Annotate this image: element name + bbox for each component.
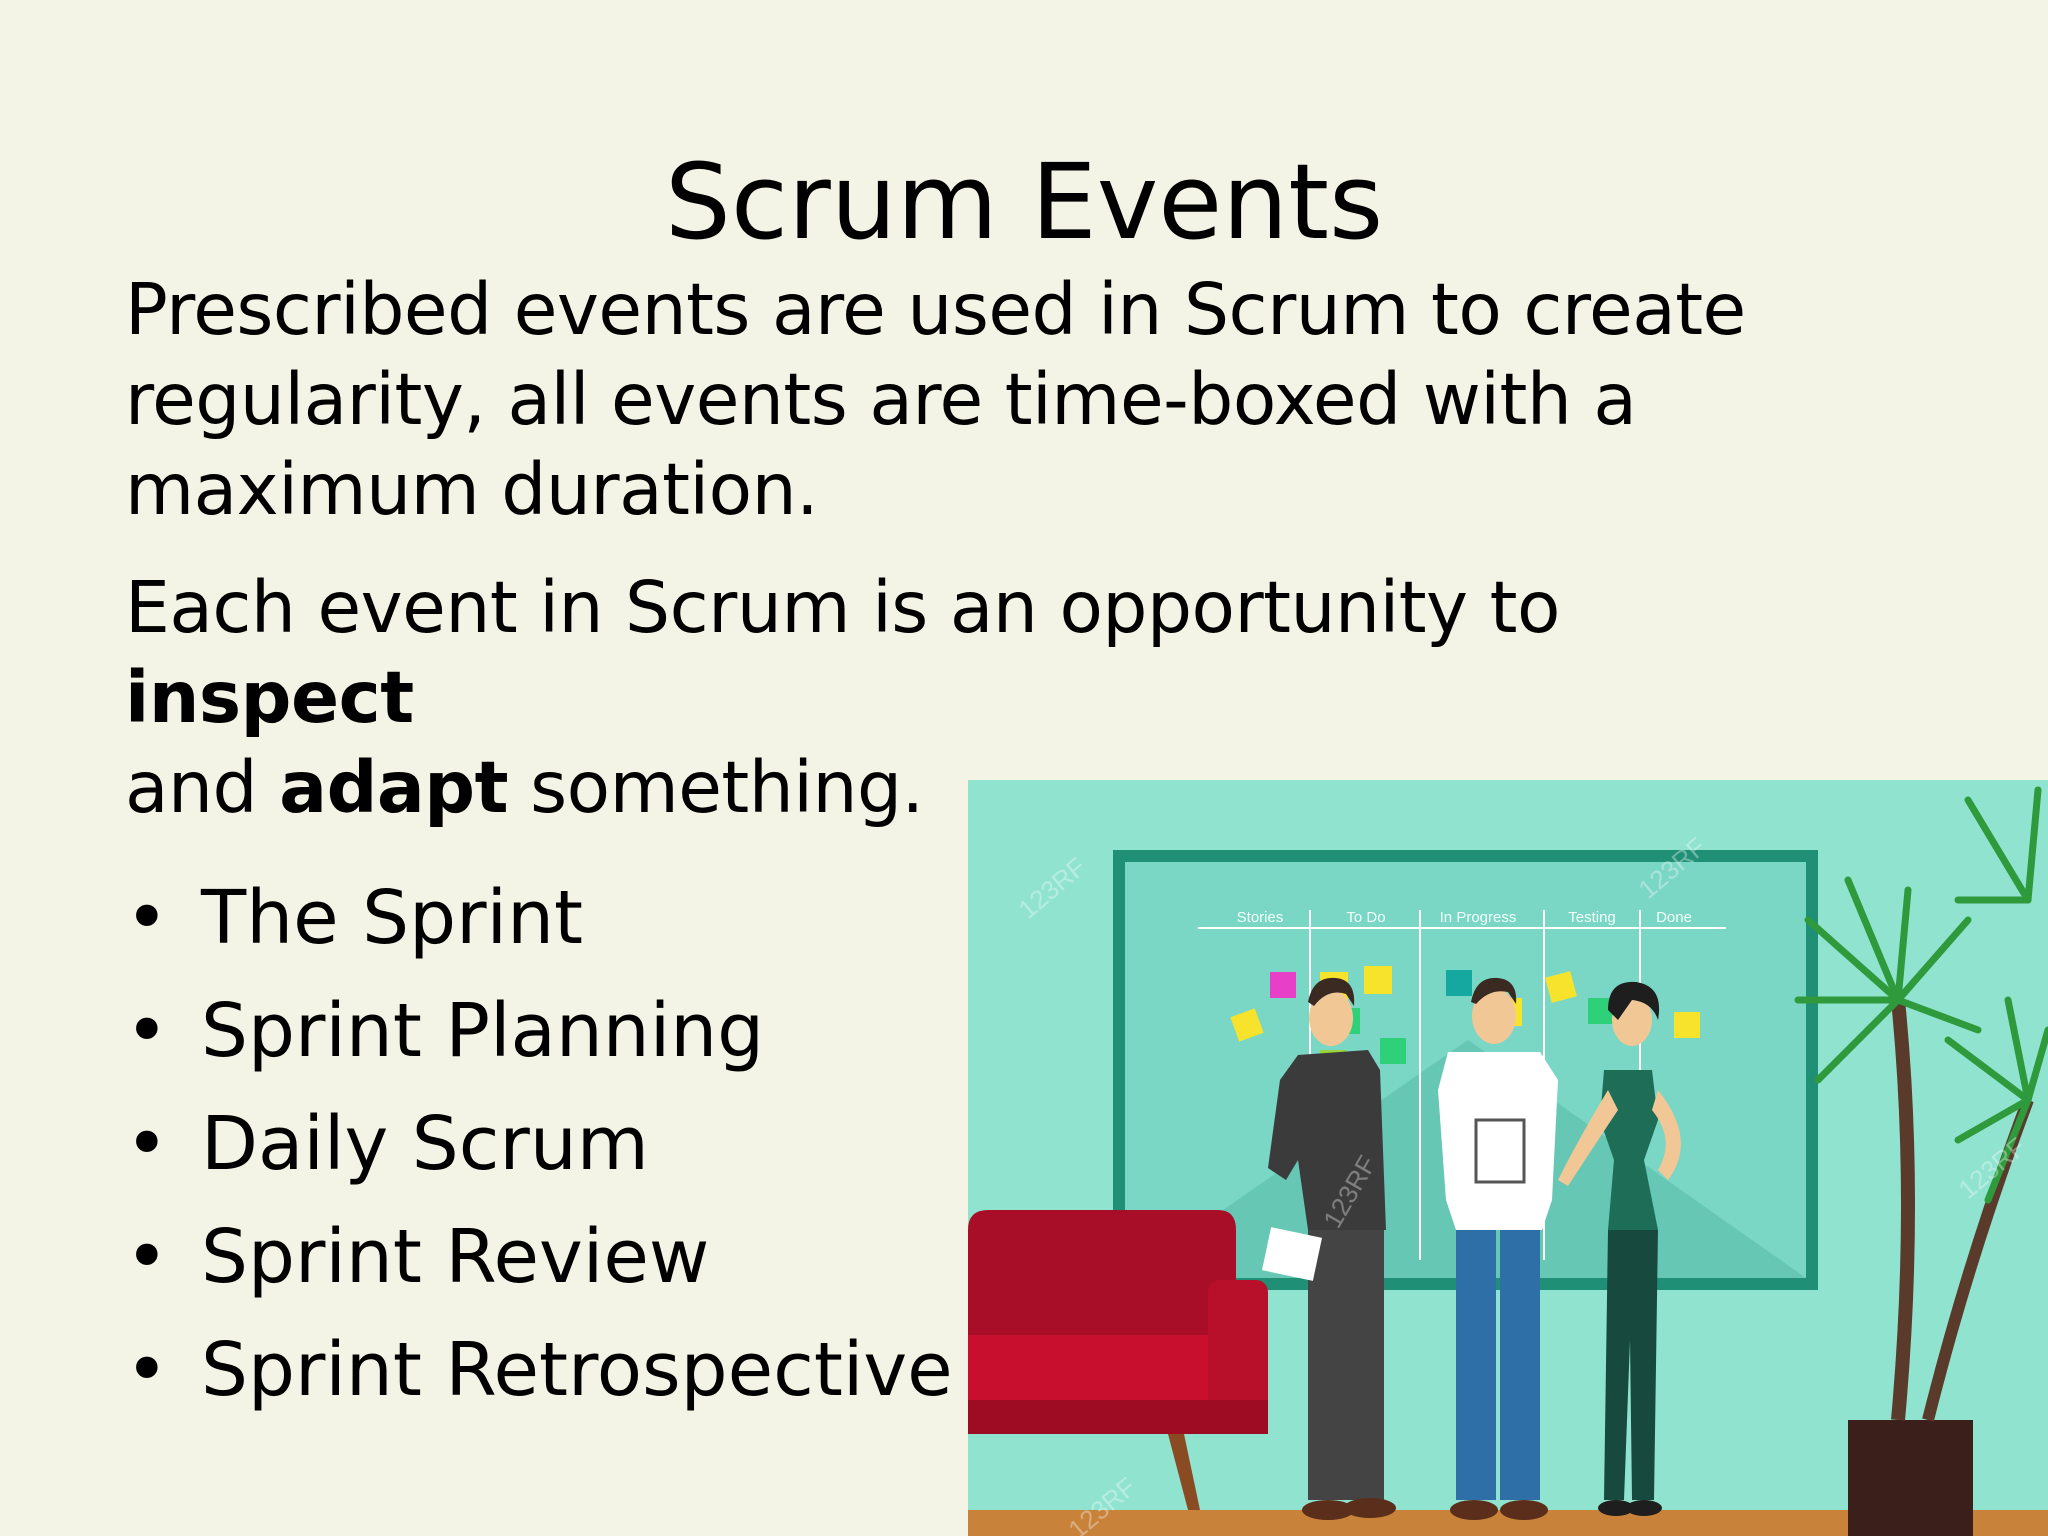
- palm-leaves: [1794, 786, 2048, 1204]
- hair: [1608, 981, 1660, 1020]
- sticky-note: [1364, 966, 1392, 994]
- inspect-adapt-paragraph: Each event in Scrum is an opportunity to…: [125, 563, 1825, 833]
- board-column-header: Stories: [1237, 909, 1284, 926]
- palm-trunk: [1891, 999, 1915, 1421]
- shirt: [1268, 1050, 1386, 1230]
- bullet-icon: •: [125, 875, 169, 961]
- armchair: [968, 1210, 1268, 1510]
- paragraph-text: Each event in Scrum is an opportunity to: [125, 566, 1560, 649]
- plant-pot: [1848, 1420, 1973, 1536]
- list-item: • Sprint Review: [125, 1201, 953, 1314]
- team-member-left: [1261, 977, 1396, 1520]
- board-column-header: In Progress: [1440, 909, 1517, 926]
- paragraph-text: and: [125, 746, 280, 829]
- board-column-header: Testing: [1568, 909, 1616, 926]
- trousers: [1308, 1230, 1384, 1500]
- bullet-icon: •: [125, 1214, 169, 1300]
- shoe: [1302, 1500, 1354, 1520]
- team-member-center: [1438, 977, 1558, 1520]
- shoe: [1450, 1500, 1498, 1520]
- scrum-team-illustration: Stories To Do In Progress Testing Done: [968, 780, 2048, 1536]
- list-item: • Sprint Retrospective: [125, 1314, 953, 1427]
- slide-title: Scrum Events: [664, 141, 1384, 263]
- list-item: • The Sprint: [125, 862, 953, 975]
- trousers: [1604, 1230, 1658, 1500]
- paragraph-text: something.: [508, 746, 924, 829]
- head: [1472, 988, 1516, 1044]
- arm: [1558, 1090, 1618, 1186]
- sticky-note: [1674, 1012, 1700, 1038]
- hair: [1471, 977, 1517, 1004]
- chair-leg: [1168, 1434, 1200, 1510]
- chair-back: [968, 1210, 1236, 1340]
- shoe: [1598, 1500, 1634, 1516]
- potted-plant: [1794, 786, 2048, 1536]
- intro-paragraph: Prescribed events are used in Scrum to c…: [125, 268, 1746, 531]
- list-item-label: Sprint Review: [201, 1214, 710, 1300]
- trouser-leg: [1456, 1230, 1496, 1500]
- paper-sheet: [1261, 1227, 1323, 1281]
- list-item-label: Sprint Retrospective: [201, 1327, 953, 1413]
- sticky-note: [1230, 1008, 1264, 1042]
- chair-base: [968, 1400, 1268, 1434]
- scrum-events-list: • The Sprint • Sprint Planning • Daily Scru…: [125, 862, 953, 1427]
- shoe: [1344, 1498, 1396, 1518]
- arm: [1652, 1090, 1681, 1180]
- board-column-header: To Do: [1346, 909, 1385, 926]
- list-item-label: Daily Scrum: [201, 1101, 649, 1187]
- adapt-emphasis: adapt: [279, 746, 509, 829]
- hair: [1308, 977, 1355, 1006]
- head: [1309, 990, 1353, 1046]
- bullet-icon: •: [125, 1101, 169, 1187]
- shoe: [1626, 1500, 1662, 1516]
- illustration-svg: Stories To Do In Progress Testing Done: [968, 780, 2048, 1536]
- list-item: • Sprint Planning: [125, 975, 953, 1088]
- bullet-icon: •: [125, 1327, 169, 1413]
- inspect-emphasis: inspect: [125, 656, 414, 739]
- trouser-leg: [1500, 1230, 1540, 1500]
- board-column-header: Done: [1656, 909, 1692, 926]
- sticky-note: [1380, 1038, 1406, 1064]
- sticky-note: [1446, 970, 1472, 996]
- list-item-label: The Sprint: [201, 875, 583, 961]
- list-item-label: Sprint Planning: [201, 988, 765, 1074]
- bullet-icon: •: [125, 988, 169, 1074]
- sticky-note: [1545, 971, 1577, 1003]
- chair-arm: [1208, 1280, 1268, 1430]
- list-item: • Daily Scrum: [125, 1088, 953, 1201]
- shoe: [1500, 1500, 1548, 1520]
- sticky-note: [1270, 972, 1296, 998]
- team-member-right: [1558, 981, 1681, 1516]
- clipboard: [1474, 1118, 1526, 1184]
